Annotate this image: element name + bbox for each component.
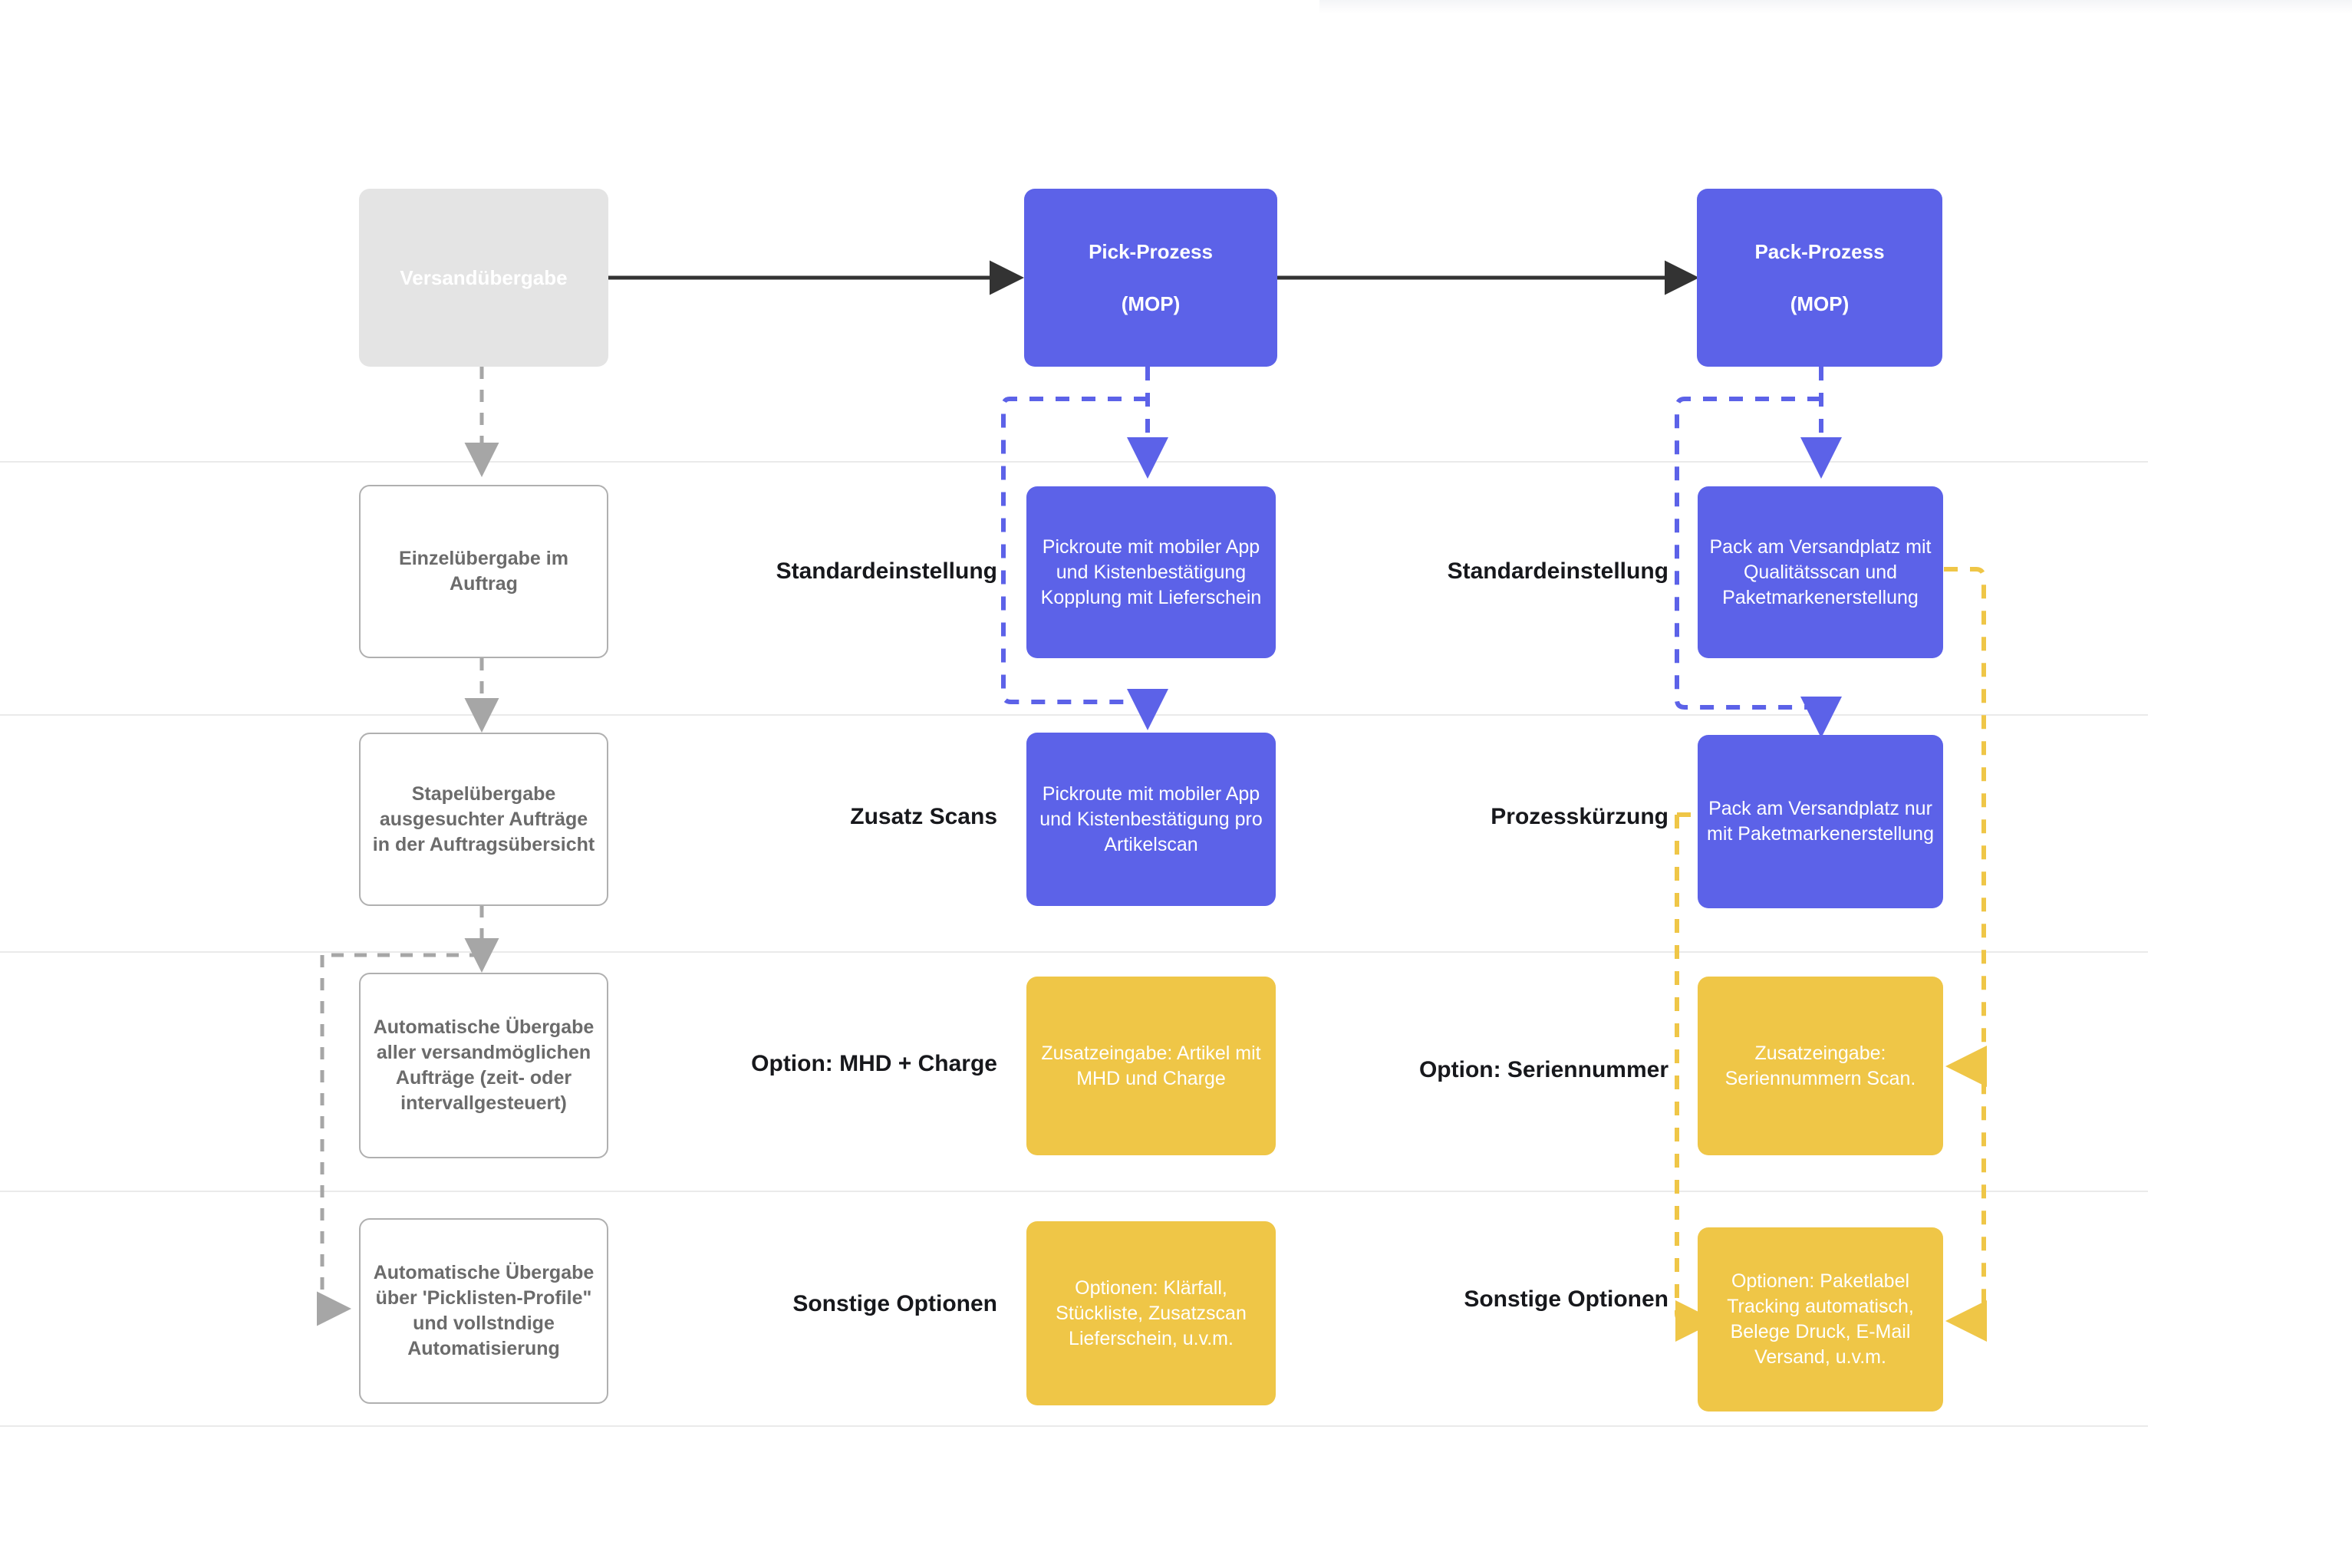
node-versand-row2[interactable]: Stapelübergabe ausgesuchter Aufträge in … xyxy=(359,733,608,906)
node-pack-row3[interactable]: Zusatzeingabe: Seriennummern Scan. xyxy=(1698,977,1943,1155)
node-label: Automatische Übergabe über 'Picklisten-P… xyxy=(373,1262,595,1359)
node-pick-row3[interactable]: Zusatzeingabe: Artikel mit MHD und Charg… xyxy=(1026,977,1276,1155)
node-label: Pack-Prozess (MOP) xyxy=(1706,239,1933,318)
node-pack-row4[interactable]: Optionen: Paketlabel Tracking automatisc… xyxy=(1698,1227,1943,1412)
lane-separator-2 xyxy=(0,714,2148,716)
node-label: Optionen: Klärfall, Stückliste, Zusatzsc… xyxy=(1056,1276,1247,1349)
row-label-pick-3: Option: MHD + Charge xyxy=(751,1051,997,1076)
node-pick-row1[interactable]: Pickroute mit mobiler App und Kistenbest… xyxy=(1026,486,1276,658)
node-label: Zusatzeingabe: Artikel mit MHD und Charg… xyxy=(1041,1042,1261,1089)
node-label: Automatische Übergabe aller versandmögli… xyxy=(373,1016,595,1114)
pick-dashed-links xyxy=(1001,367,1168,730)
row-label-pick-2: Zusatz Scans xyxy=(850,804,997,829)
node-label-line1: Pack-Prozess xyxy=(1754,239,1885,263)
node-label: Pack am Versandplatz mit Qualitätsscan u… xyxy=(1709,535,1932,608)
node-pick-row2[interactable]: Pickroute mit mobiler App und Kistenbest… xyxy=(1026,733,1276,906)
node-label: Pickroute mit mobiler App und Kistenbest… xyxy=(1040,535,1262,608)
lane-separator-1 xyxy=(0,461,2148,463)
row-label-pack-3: Option: Seriennummer xyxy=(1418,1057,1668,1082)
node-label: Pick-Prozess (MOP) xyxy=(1033,239,1268,318)
node-label: Pickroute mit mobiler App und Kistenbest… xyxy=(1039,782,1263,855)
row-label-pack-1: Standardeinstellung xyxy=(1447,558,1668,584)
lane-separator-3 xyxy=(0,951,2148,953)
node-label: Optionen: Paketlabel Tracking automatisc… xyxy=(1727,1270,1914,1368)
node-label: Pack am Versandplatz nur mit Paketmarken… xyxy=(1707,798,1934,845)
node-versand-row4[interactable]: Automatische Übergabe über 'Picklisten-P… xyxy=(359,1218,608,1404)
node-pack-row2[interactable]: Pack am Versandplatz nur mit Paketmarken… xyxy=(1698,735,1943,908)
row-label-pack-4: Sonstige Optionen xyxy=(1464,1286,1668,1312)
node-pick-row4[interactable]: Optionen: Klärfall, Stückliste, Zusatzsc… xyxy=(1026,1221,1276,1405)
row-label-pick-1: Standardeinstellung xyxy=(776,558,997,584)
pack-dashed-links xyxy=(1675,367,1842,738)
node-label: Zusatzeingabe: Seriennummern Scan. xyxy=(1724,1042,1916,1089)
versand-chain xyxy=(317,367,499,1326)
node-label: Einzelübergabe im Auftrag xyxy=(399,548,568,595)
pack-option-links xyxy=(1675,567,1987,1342)
node-label: Stapelübergabe ausgesuchter Aufträge in … xyxy=(372,782,595,855)
node-label: Versandübergabe xyxy=(400,265,568,289)
node-label-line1: Pick-Prozess xyxy=(1089,239,1213,263)
node-versandubergabe-header[interactable]: Versandübergabe xyxy=(359,189,608,367)
lane-separator-4 xyxy=(0,1191,2148,1192)
node-label-line2: (MOP) xyxy=(1790,292,1850,316)
node-pack-prozess-header[interactable]: Pack-Prozess (MOP) xyxy=(1697,189,1942,367)
node-label-line2: (MOP) xyxy=(1121,292,1181,316)
node-pack-row1[interactable]: Pack am Versandplatz mit Qualitätsscan u… xyxy=(1698,486,1943,658)
node-versand-row3[interactable]: Automatische Übergabe aller versandmögli… xyxy=(359,973,608,1158)
node-pick-prozess-header[interactable]: Pick-Prozess (MOP) xyxy=(1024,189,1277,367)
row-label-pick-4: Sonstige Optionen xyxy=(792,1291,997,1316)
lane-separator-5 xyxy=(0,1425,2148,1427)
node-versand-row1[interactable]: Einzelübergabe im Auftrag xyxy=(359,485,608,658)
row-label-pack-2: Prozesskürzung xyxy=(1491,804,1668,829)
